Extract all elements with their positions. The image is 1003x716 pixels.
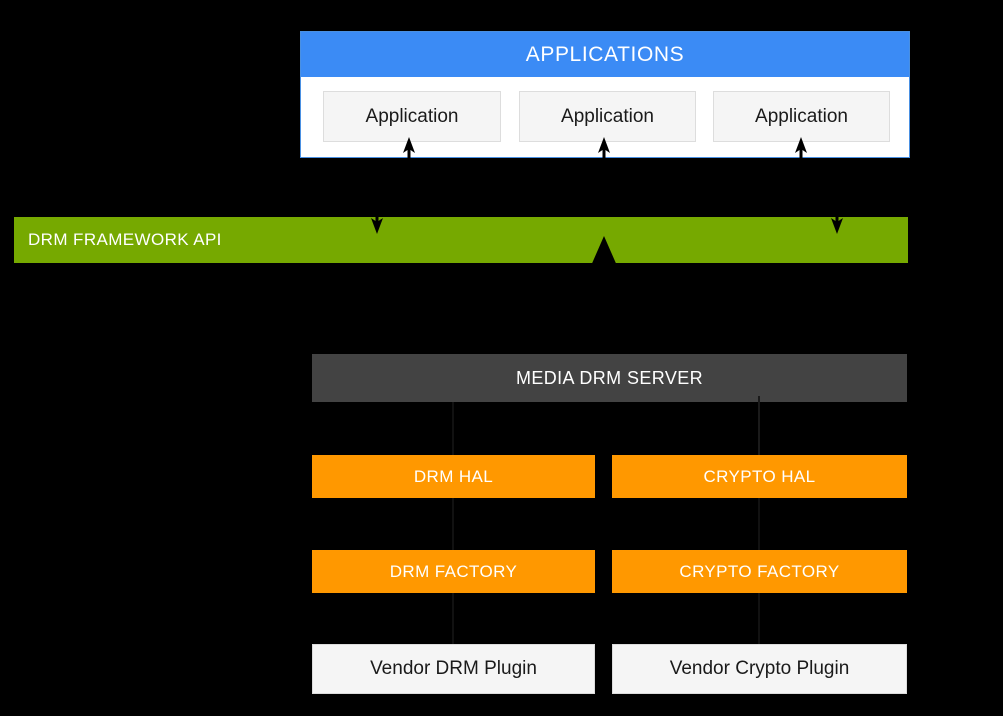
application-box-1[interactable]: Application [323,91,501,142]
applications-container: APPLICATIONS Application Application App… [300,31,910,158]
drm-hal-box[interactable]: DRM HAL [312,455,595,498]
vendor-drm-plugin-box[interactable]: Vendor DRM Plugin [312,644,595,694]
applications-row: Application Application Application [301,77,909,159]
vendor-crypto-plugin-box[interactable]: Vendor Crypto Plugin [612,644,907,694]
drm-factory-box[interactable]: DRM FACTORY [312,550,595,593]
application-box-3[interactable]: Application [713,91,890,142]
drm-framework-api-bar[interactable]: DRM FRAMEWORK API [14,217,908,263]
applications-header: APPLICATIONS [301,32,909,77]
media-drm-server-bar[interactable]: MEDIA DRM SERVER [312,354,907,402]
application-box-2[interactable]: Application [519,91,696,142]
crypto-hal-box[interactable]: CRYPTO HAL [612,455,907,498]
crypto-factory-box[interactable]: CRYPTO FACTORY [612,550,907,593]
